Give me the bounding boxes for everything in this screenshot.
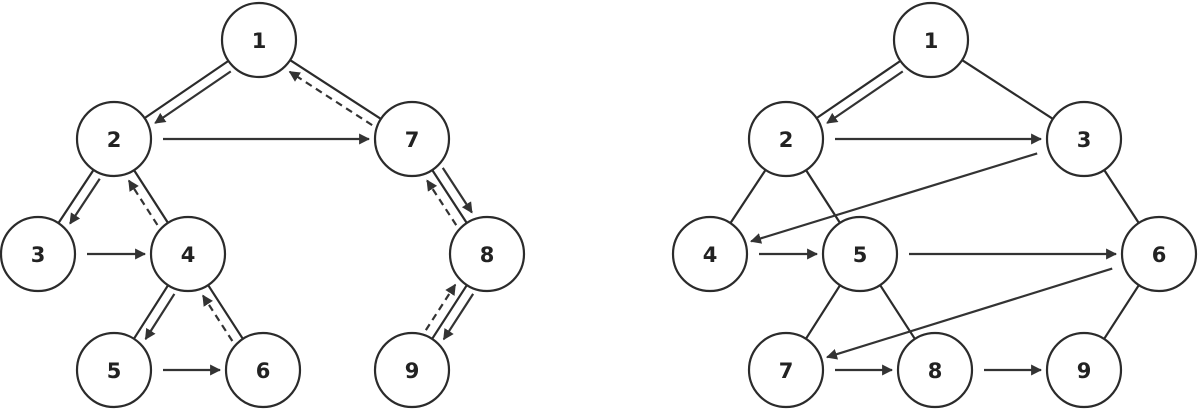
right-node-5-circle bbox=[821, 215, 899, 293]
right-tree-edge-5-8 bbox=[879, 284, 916, 340]
right-tree-edge-1-3 bbox=[961, 59, 1054, 120]
right-node-4-label: 4 bbox=[703, 243, 718, 267]
left-node-3: 3 bbox=[0, 215, 77, 293]
right-tree-edge-2-5 bbox=[805, 169, 841, 224]
right-node-4-circle bbox=[671, 215, 749, 293]
left-node-9-label: 9 bbox=[405, 359, 420, 383]
left-node-8: 8 bbox=[448, 215, 526, 293]
left-dashed-arrow-7-to-1 bbox=[288, 70, 373, 127]
left-node-4-circle bbox=[149, 215, 227, 293]
right-node-7-circle bbox=[747, 331, 825, 409]
right-tree-edge-6-9 bbox=[1103, 284, 1140, 340]
left-node-3-label: 3 bbox=[31, 243, 46, 267]
left-node-2: 2 bbox=[75, 100, 153, 178]
left-node-5: 5 bbox=[75, 331, 153, 409]
left-tree-edge-4-6 bbox=[207, 284, 244, 340]
right-node-3-label: 3 bbox=[1077, 128, 1092, 152]
left-dashed-arrow-9-to-8 bbox=[424, 283, 457, 331]
right-node-2: 2 bbox=[747, 100, 825, 178]
left-solid-arrow-1-to-2 bbox=[154, 70, 232, 124]
left-tree-edge-4-5 bbox=[132, 284, 170, 340]
left-dashed-arrow-4-to-2 bbox=[127, 179, 159, 226]
left-tree-edge-7-8 bbox=[431, 169, 468, 224]
left-node-7-label: 7 bbox=[405, 128, 420, 152]
left-node-8-label: 8 bbox=[480, 243, 495, 267]
right-node-9-label: 9 bbox=[1077, 359, 1092, 383]
left-dashed-arrow-6-to-4 bbox=[202, 294, 234, 342]
right-solid-arrow-6-to-7 bbox=[826, 267, 1113, 360]
left-tree-edge-2-4 bbox=[133, 169, 169, 224]
right-node-9-circle bbox=[1045, 331, 1123, 409]
left-node-4-label: 4 bbox=[181, 243, 196, 267]
left-node-6: 6 bbox=[224, 331, 302, 409]
left-node-7-circle bbox=[373, 100, 451, 178]
right-node-1-label: 1 bbox=[924, 29, 939, 53]
left-tree-edge-1-2 bbox=[143, 59, 230, 120]
right-tree-edge-3-6 bbox=[1103, 169, 1140, 224]
left-tree-edge-2-3 bbox=[57, 169, 95, 224]
right-node-4: 4 bbox=[671, 215, 749, 293]
right-tree-edge-1-2 bbox=[815, 59, 902, 120]
left-solid-arrow-8-to-9 bbox=[442, 293, 475, 341]
right-node-1-circle bbox=[892, 1, 970, 79]
right-node-3: 3 bbox=[1045, 100, 1123, 178]
right-node-1: 1 bbox=[892, 1, 970, 79]
left-node-1-circle bbox=[220, 1, 298, 79]
left-node-5-label: 5 bbox=[107, 359, 122, 383]
left-node-6-label: 6 bbox=[256, 359, 271, 383]
left-solid-arrow-7-to-8 bbox=[441, 167, 473, 214]
left-solid-arrow-4-to-5 bbox=[144, 293, 176, 341]
left-node-6-circle bbox=[224, 331, 302, 409]
left-node-5-circle bbox=[75, 331, 153, 409]
left-dashed-arrow-8-to-7 bbox=[426, 179, 458, 226]
left-node-8-circle bbox=[448, 215, 526, 293]
right-node-5-label: 5 bbox=[853, 243, 868, 267]
left-solid-arrow-2-to-3 bbox=[69, 178, 101, 225]
right-tree-edge-5-7 bbox=[804, 284, 842, 340]
right-node-7-label: 7 bbox=[779, 359, 794, 383]
left-tree-edge-8-9 bbox=[431, 284, 468, 340]
left-node-3-circle bbox=[0, 215, 77, 293]
left-node-7: 7 bbox=[373, 100, 451, 178]
left-node-1: 1 bbox=[220, 1, 298, 79]
left-node-9: 9 bbox=[373, 331, 451, 409]
right-solid-arrow-3-to-4 bbox=[750, 152, 1038, 244]
right-solid-arrow-1-to-2 bbox=[826, 70, 904, 124]
right-node-9: 9 bbox=[1045, 331, 1123, 409]
right-node-6: 6 bbox=[1120, 215, 1198, 293]
right-node-6-label: 6 bbox=[1152, 243, 1167, 267]
left-tree-edge-1-7 bbox=[289, 59, 382, 120]
left-node-9-circle bbox=[373, 331, 451, 409]
right-node-3-circle bbox=[1045, 100, 1123, 178]
left-node-2-circle bbox=[75, 100, 153, 178]
right-node-8-circle bbox=[896, 331, 974, 409]
left-node-1-label: 1 bbox=[252, 29, 267, 53]
right-node-2-circle bbox=[747, 100, 825, 178]
right-node-8: 8 bbox=[896, 331, 974, 409]
right-node-7: 7 bbox=[747, 331, 825, 409]
left-node-2-label: 2 bbox=[107, 128, 122, 152]
right-node-6-circle bbox=[1120, 215, 1198, 293]
right-node-5: 5 bbox=[821, 215, 899, 293]
right-node-8-label: 8 bbox=[928, 359, 943, 383]
left-node-4: 4 bbox=[149, 215, 227, 293]
right-tree-edge-2-4 bbox=[729, 169, 767, 224]
right-node-2-label: 2 bbox=[779, 128, 794, 152]
